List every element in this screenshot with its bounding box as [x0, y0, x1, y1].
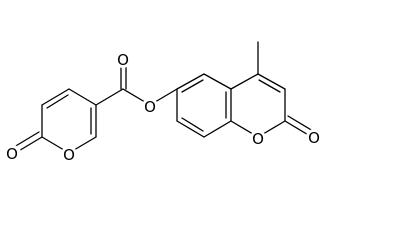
atom-labels: O O O O O O	[5, 51, 322, 164]
ester-linkage	[95, 62, 178, 106]
bond-c3-c4-double	[46, 94, 69, 109]
atom-label-ester-o: O	[144, 98, 156, 116]
coumarin-pyranone-ring	[230, 41, 314, 138]
pyranone-ring	[13, 88, 97, 154]
bond-c8a-c8-double	[181, 117, 204, 132]
atom-label-ring-o-pyranone: O	[63, 146, 75, 164]
atom-label-carbonyl-o-pyranone: O	[6, 145, 18, 163]
chemical-structure-diagram: O O O O O O	[5, 41, 322, 164]
bond-c4-c5	[68, 88, 97, 106]
bond-c4-c3-double	[258, 79, 281, 93]
bond-c4a-c8a	[203, 120, 232, 138]
bond-c2-exo-o-coumarin	[284, 120, 311, 137]
bond-c4a-c4	[230, 73, 259, 90]
atom-label-ring-o-coumarin: O	[252, 130, 264, 148]
bond-c8a-c8	[176, 120, 205, 138]
atom-label-carbonyl-o-coumarin: O	[308, 129, 320, 147]
atom-label-ester-carbonyl-o: O	[117, 51, 129, 69]
bond-c7-c6	[176, 73, 205, 90]
bond-c3-c4	[41, 88, 70, 106]
bond-c7-c6-double	[181, 79, 204, 93]
bond-c4-c3	[257, 73, 286, 90]
bond-c2-exo-o-double	[13, 131, 40, 148]
bond-c6-c5	[203, 73, 232, 90]
coumarin-benzene-ring	[176, 73, 232, 138]
bond-c2-exo-o	[16, 136, 43, 153]
bond-c2-exo-o-coumarin-double	[287, 115, 314, 132]
bond-c5-carbonyl	[95, 88, 124, 106]
